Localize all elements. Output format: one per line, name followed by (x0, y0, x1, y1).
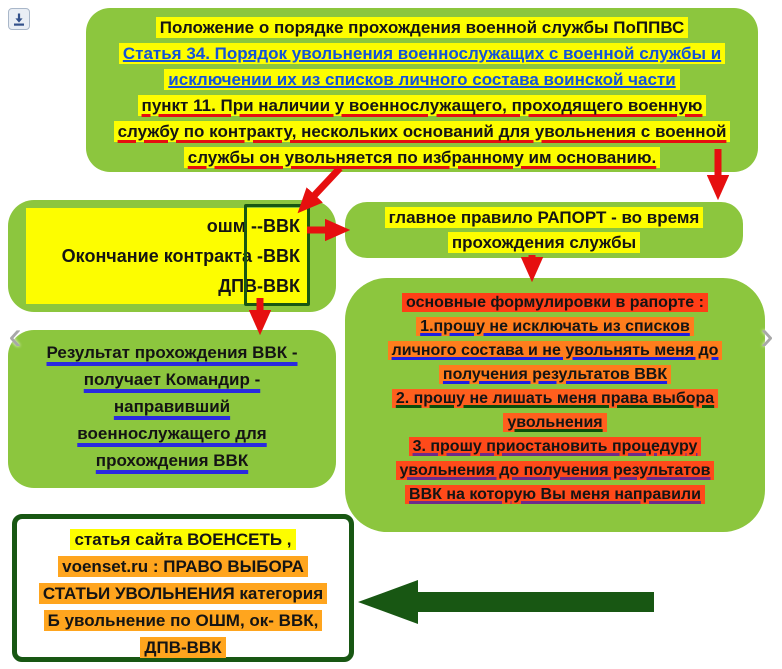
site-line-1: статья сайта ВОЕНСЕТЬ , (70, 529, 296, 550)
grounds-line-dpv: ДПВ-ВВК (218, 276, 300, 296)
prev-slide-button[interactable]: ‹ (8, 314, 22, 358)
law-box: Положение о порядке прохождения военной … (86, 8, 758, 172)
point-11-text: пункт 11. При наличии у военнослужащего,… (113, 95, 731, 168)
report-item-1-line: 1.прошу не исключать из списков личного … (359, 315, 751, 387)
rule-box: главное правило РАПОРТ - во время прохож… (345, 202, 743, 258)
arrow-grounds-to-rule (307, 218, 351, 242)
arrow-rule-to-report (520, 255, 544, 283)
grounds-line-contract: Окончание контракта -ВВК (61, 246, 300, 266)
rule-text: главное правило РАПОРТ - во время прохож… (384, 207, 704, 253)
report-item-2: 2. прошу не лишать меня права выбора уво… (391, 389, 719, 432)
vvk-result-box: Результат прохождения ВВК - получает Ком… (8, 330, 336, 488)
next-slide-button[interactable]: › (760, 314, 774, 358)
grounds-list: ошм --ВВК Окончание контракта -ВВК ДПВ-В… (26, 208, 308, 304)
point-11-line: пункт 11. При наличии у военнослужащего,… (86, 93, 758, 171)
site-rest: voenset.ru : ПРАВО ВЫБОРА СТАТЬИ УВОЛЬНЕ… (38, 556, 328, 658)
download-button[interactable] (8, 8, 30, 30)
grounds-box: ошм --ВВК Окончание контракта -ВВК ДПВ-В… (8, 200, 336, 312)
article-34-line: Статья 34. Порядок увольнения военнослуж… (86, 41, 758, 93)
download-icon (14, 13, 24, 26)
law-title: Положение о порядке прохождения военной … (155, 17, 689, 38)
arrow-grounds-to-result (248, 298, 272, 336)
vvk-highlight-frame (244, 204, 310, 306)
vvk-result-text: Результат прохождения ВВК - получает Ком… (46, 343, 298, 470)
report-header: основные формулировки в рапорте : (402, 293, 708, 312)
law-title-line: Положение о порядке прохождения военной … (86, 15, 758, 41)
green-arrow-to-site-box (358, 580, 654, 624)
report-item-2-line: 2. прошу не лишать меня права выбора уво… (359, 387, 751, 435)
report-header-line: основные формулировки в рапорте : (359, 291, 751, 315)
arrow-law-to-grounds (297, 165, 343, 214)
report-item-3-line: 3. прошу приостановить процедуру увольне… (359, 435, 751, 507)
report-item-1: 1.прошу не исключать из списков личного … (387, 317, 723, 384)
report-item-3: 3. прошу приостановить процедуру увольне… (395, 437, 715, 504)
article-34-link[interactable]: Статья 34. Порядок увольнения военнослуж… (118, 43, 726, 90)
arrow-law-to-rule (706, 149, 730, 201)
grounds-line-oshm: ошм --ВВК (206, 216, 300, 236)
report-box: основные формулировки в рапорте : 1.прош… (345, 278, 765, 532)
site-box: статья сайта ВОЕНСЕТЬ , voenset.ru : ПРА… (12, 514, 354, 662)
